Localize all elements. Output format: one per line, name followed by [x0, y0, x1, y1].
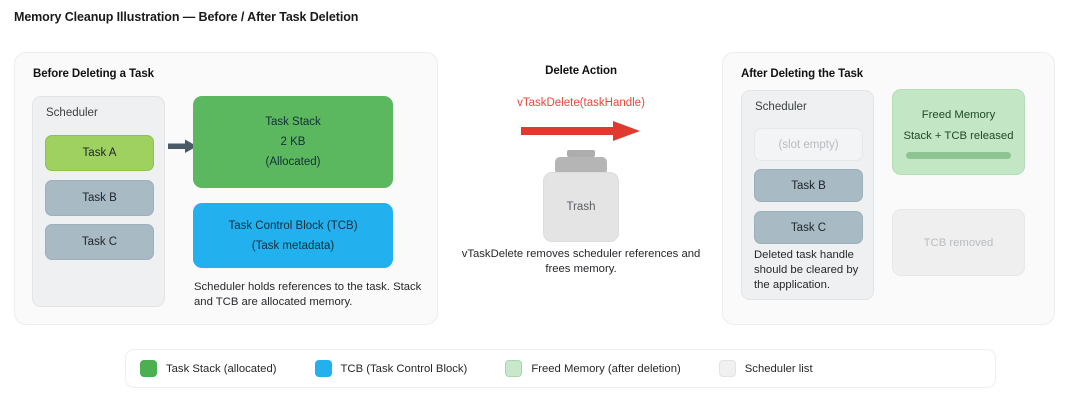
red-right-arrow-icon [521, 121, 640, 141]
legend-item-task-stack: Task Stack (allocated) [140, 360, 277, 377]
panel-before-title: Before Deleting a Task [33, 68, 154, 80]
trash-lid-handle [567, 150, 595, 157]
right-arrow-icon [168, 139, 197, 153]
freed-memory-line-1: Freed Memory [921, 109, 996, 121]
scheduler-label: Scheduler [46, 107, 98, 119]
legend: Task Stack (allocated) TCB (Task Control… [125, 349, 996, 388]
tcb-block: Task Control Block (TCB) (Task metadata) [193, 203, 393, 268]
vtaskdelete-call-label: vTaskDelete(taskHandle) [517, 97, 645, 109]
freed-memory-line-2: Stack + TCB released [903, 130, 1014, 142]
before-caption: Scheduler holds references to the task. … [194, 281, 422, 308]
legend-label-freed-memory: Freed Memory (after deletion) [531, 362, 681, 375]
trash-icon: Trash [543, 150, 619, 242]
freed-memory-block: Freed Memory Stack + TCB released [892, 89, 1025, 175]
legend-label-tcb: TCB (Task Control Block) [340, 362, 468, 375]
scheduler-note-after: Deleted task handle should be cleared by… [754, 249, 859, 291]
trash-lid [555, 157, 607, 175]
scheduler-list-before: Scheduler Task A Task B Task C [32, 96, 165, 307]
legend-swatch-freed-memory [505, 360, 523, 377]
panel-after-title: After Deleting the Task [741, 68, 864, 80]
task-chip-a[interactable]: Task A [45, 135, 154, 171]
tcb-line-2: (Task metadata) [251, 239, 335, 252]
legend-item-tcb: TCB (Task Control Block) [314, 360, 468, 377]
legend-item-freed-memory: Freed Memory (after deletion) [505, 360, 681, 377]
scheduler-list-after: Scheduler (slot empty) Task B Task C Del… [741, 90, 874, 300]
delete-caption: vTaskDelete removes scheduler references… [461, 248, 701, 275]
legend-label-scheduler-list: Scheduler list [744, 362, 813, 375]
task-stack-line-2: 2 KB [280, 136, 306, 148]
panel-delete-title: Delete Action [545, 65, 617, 77]
legend-label-task-stack: Task Stack (allocated) [166, 362, 277, 375]
task-chip-b-after[interactable]: Task B [754, 169, 863, 202]
scheduler-label-after: Scheduler [755, 101, 807, 113]
legend-swatch-task-stack [140, 360, 157, 377]
task-stack-line-1: Task Stack [265, 116, 321, 128]
task-stack-block: Task Stack 2 KB (Allocated) [193, 96, 393, 188]
task-chip-c[interactable]: Task C [45, 224, 154, 260]
legend-item-scheduler-list: Scheduler list [718, 360, 813, 377]
task-chip-c-after[interactable]: Task C [754, 211, 863, 244]
tcb-line-1: Task Control Block (TCB) [228, 219, 358, 232]
legend-swatch-scheduler-list [718, 360, 736, 377]
task-stack-line-3: (Allocated) [265, 156, 321, 168]
tcb-removed-block: TCB removed [892, 209, 1025, 276]
page-title: Memory Cleanup Illustration — Before / A… [14, 10, 359, 24]
legend-swatch-tcb [314, 360, 332, 377]
freed-memory-bar [906, 152, 1011, 159]
task-chip-b[interactable]: Task B [45, 180, 154, 216]
task-chip-empty-slot[interactable]: (slot empty) [754, 128, 863, 161]
panel-delete-action: Delete Action vTaskDelete(taskHandle) Tr… [452, 52, 710, 325]
trash-body-label: Trash [543, 172, 619, 242]
